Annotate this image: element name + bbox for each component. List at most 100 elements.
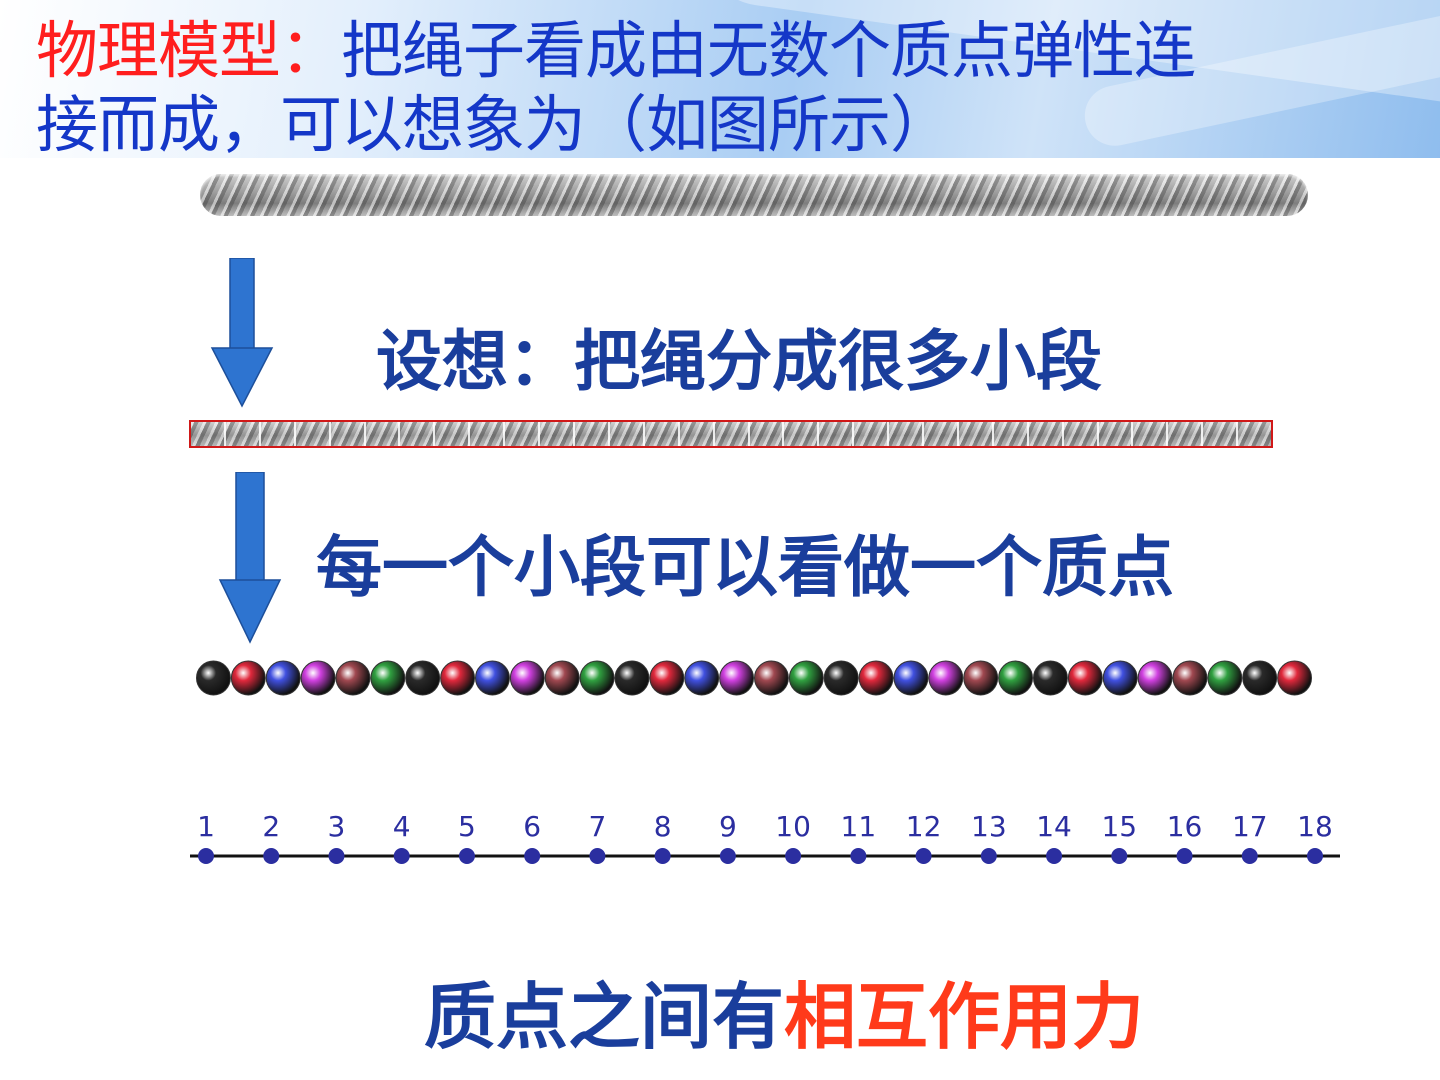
rope-segment bbox=[645, 422, 680, 446]
axis-point-label: 10 bbox=[775, 810, 811, 843]
rope-segment bbox=[715, 422, 750, 446]
mass-point-bead bbox=[1137, 660, 1173, 696]
rope-image bbox=[200, 174, 1308, 216]
step2-label: 每一个小段可以看做一个质点 bbox=[316, 528, 1174, 606]
rope-segment bbox=[1168, 422, 1204, 446]
rope-segment bbox=[261, 422, 296, 446]
axis-point-label: 17 bbox=[1232, 810, 1268, 843]
mass-point-bead bbox=[788, 660, 824, 696]
rope-segment bbox=[505, 422, 541, 446]
axis-point-label: 16 bbox=[1167, 810, 1203, 843]
mass-point-bead bbox=[544, 660, 580, 696]
rope-segment bbox=[784, 422, 820, 446]
title-prefix: 物理模型： bbox=[36, 14, 342, 87]
mass-point-bead bbox=[1033, 660, 1068, 696]
step1-label: 设想：把绳分成很多小段 bbox=[376, 322, 1102, 400]
axis-point-label: 2 bbox=[262, 810, 280, 843]
rope-segment bbox=[854, 422, 890, 446]
axis-point bbox=[589, 848, 606, 864]
axis-point-label: 1 bbox=[197, 810, 215, 843]
axis-point bbox=[1307, 848, 1323, 864]
rope-segment bbox=[1029, 422, 1064, 446]
mass-point-bead bbox=[265, 660, 301, 696]
down-arrow-icon bbox=[210, 258, 274, 408]
axis-point bbox=[980, 848, 997, 864]
mass-point-bead bbox=[649, 660, 685, 696]
down-arrow-icon bbox=[218, 472, 282, 644]
mass-point-bead bbox=[684, 660, 720, 696]
mass-point-bead bbox=[754, 660, 789, 696]
axis-point bbox=[198, 848, 214, 864]
axis-point-label: 15 bbox=[1101, 810, 1137, 843]
rope-segment bbox=[191, 422, 226, 446]
mass-point-bead bbox=[1242, 660, 1278, 696]
mass-point-bead bbox=[998, 660, 1033, 696]
conclusion-part2: 相互作用力 bbox=[784, 974, 1145, 1059]
axis-point-label: 14 bbox=[1036, 810, 1072, 843]
rope-segment bbox=[1238, 422, 1271, 446]
axis-point bbox=[458, 848, 475, 864]
mass-point-beads bbox=[196, 660, 1312, 696]
rope-segment bbox=[959, 422, 994, 446]
rope-segment bbox=[470, 422, 506, 446]
rope-segment bbox=[296, 422, 331, 446]
rope-segment bbox=[1099, 422, 1134, 446]
mass-point-bead bbox=[1277, 660, 1312, 696]
axis-point bbox=[1176, 848, 1193, 864]
axis-point-label: 9 bbox=[719, 810, 737, 843]
mass-point-bead bbox=[928, 660, 964, 696]
mass-point-bead bbox=[963, 660, 999, 696]
mass-point-bead bbox=[1067, 660, 1103, 696]
mass-point-bead bbox=[475, 660, 510, 696]
axis-point bbox=[785, 848, 802, 864]
mass-point-bead bbox=[1102, 660, 1138, 696]
rope-segment bbox=[924, 422, 959, 446]
mass-point-bead bbox=[196, 660, 231, 696]
rope-segment bbox=[435, 422, 471, 446]
mass-point-bead bbox=[335, 660, 371, 696]
slide-title: 物理模型：把绳子看成由无数个质点弹性连 接而成，可以想象为（如图所示） bbox=[36, 14, 1416, 162]
axis-point bbox=[393, 848, 410, 864]
mass-point-bead bbox=[1172, 660, 1208, 696]
axis-point-label: 8 bbox=[654, 810, 672, 843]
axis-point bbox=[1111, 848, 1128, 864]
axis-point-label: 11 bbox=[841, 810, 877, 843]
axis-point bbox=[654, 848, 671, 864]
title-line1: 把绳子看成由无数个质点弹性连 bbox=[341, 14, 1196, 87]
axis-point bbox=[915, 848, 932, 864]
conclusion-part1: 质点之间有 bbox=[424, 974, 785, 1059]
segmented-rope bbox=[189, 420, 1273, 448]
rope-segment bbox=[575, 422, 610, 446]
rope-segment bbox=[1203, 422, 1239, 446]
mass-point-bead bbox=[440, 660, 475, 696]
axis-point-label: 12 bbox=[906, 810, 942, 843]
mass-point-bead bbox=[579, 660, 615, 696]
rope-segment bbox=[994, 422, 1029, 446]
conclusion-text: 质点之间有相互作用力 bbox=[424, 958, 1144, 1063]
mass-point-bead bbox=[230, 660, 266, 696]
header-band bbox=[0, 0, 1440, 158]
axis-point-label: 7 bbox=[588, 810, 606, 843]
axis-point-label: 18 bbox=[1297, 810, 1333, 843]
rope-segment bbox=[1133, 422, 1169, 446]
rope-segment bbox=[540, 422, 575, 446]
rope-segment bbox=[226, 422, 261, 446]
axis-point bbox=[263, 848, 280, 864]
axis-point bbox=[328, 848, 345, 864]
mass-point-bead bbox=[858, 660, 894, 696]
rope-segment bbox=[331, 422, 366, 446]
rope-segment bbox=[750, 422, 785, 446]
axis-point bbox=[1241, 848, 1258, 864]
axis-point-label: 4 bbox=[393, 810, 411, 843]
rope-segment bbox=[819, 422, 855, 446]
axis-point-label: 6 bbox=[523, 810, 541, 843]
axis-point bbox=[719, 848, 736, 864]
mass-point-bead bbox=[300, 660, 336, 696]
rope-segment bbox=[1064, 422, 1099, 446]
rope-segment bbox=[400, 422, 436, 446]
axis-point bbox=[524, 848, 541, 864]
axis-point bbox=[850, 848, 867, 864]
mass-point-bead bbox=[1207, 660, 1243, 696]
mass-point-bead bbox=[509, 660, 545, 696]
